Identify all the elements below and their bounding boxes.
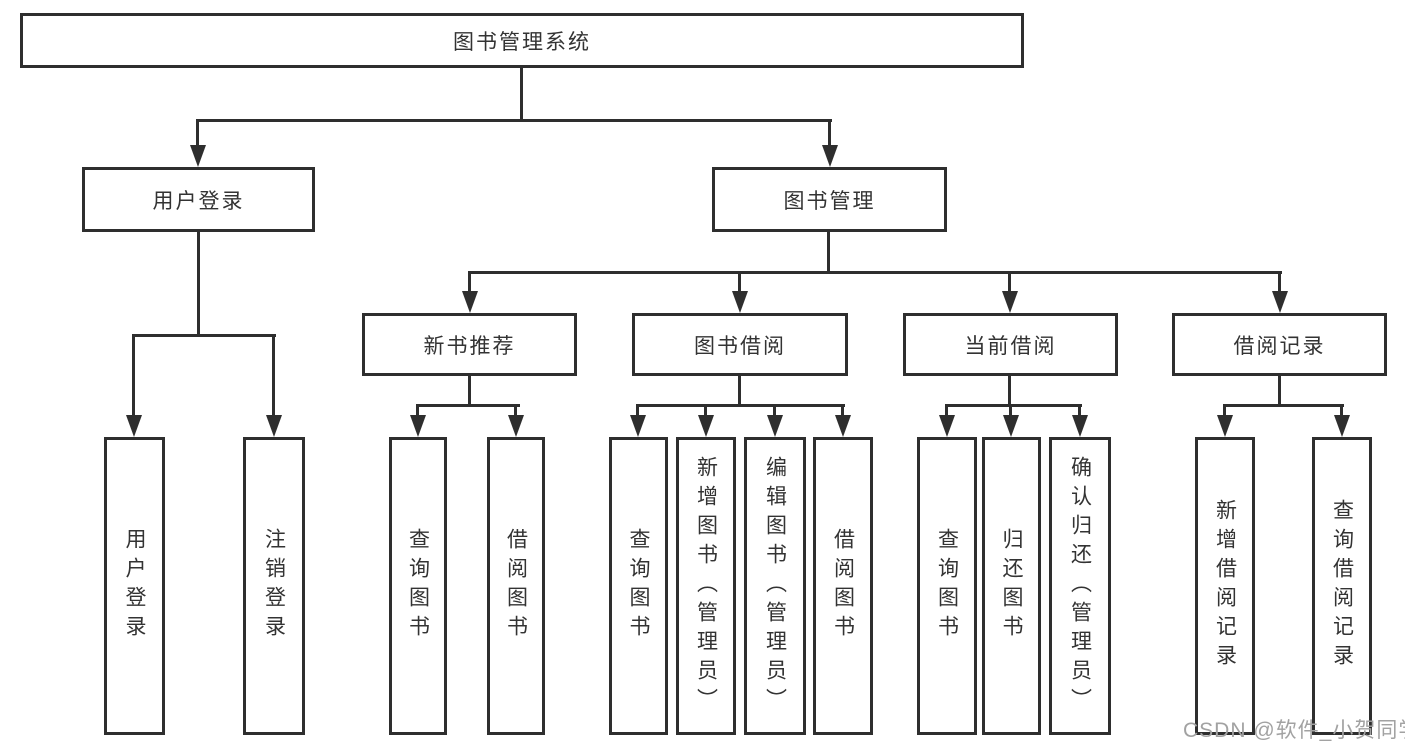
node-user-login: 用户登录 xyxy=(82,167,315,232)
leaf-label: 新增图书（管理员） xyxy=(694,455,718,717)
connector-leaf-stem xyxy=(1223,407,1226,417)
connector-leaf-stem xyxy=(514,407,517,417)
leaf-label: 查询借阅记录 xyxy=(1330,499,1354,673)
arrow-down-icon xyxy=(1272,291,1288,313)
leaf-add-borrow-record: 新增借阅记录 xyxy=(1195,437,1255,735)
leaf-borrow-books: 借阅图书 xyxy=(813,437,873,735)
node-label: 新书推荐 xyxy=(423,334,516,358)
node-book-management: 图书管理 xyxy=(712,167,947,232)
csdn-watermark: CSDN @软件_小贺同学 xyxy=(1183,719,1405,742)
leaf-label: 借阅图书 xyxy=(504,528,528,644)
connector-book-management-hline xyxy=(468,271,1282,274)
connector-to-leaf-user-login-stem xyxy=(132,337,135,415)
leaf-label: 查询图书 xyxy=(627,528,650,644)
arrow-down-icon xyxy=(266,415,282,437)
leaf-label: 确认归还（管理员） xyxy=(1068,455,1092,717)
arrow-down-icon xyxy=(190,145,206,167)
connector-to-borrowing-stem xyxy=(738,274,741,293)
leaf-logout: 注销登录 xyxy=(243,437,305,735)
leaf-label: 编辑图书（管理员） xyxy=(763,455,787,717)
leaf-edit-books-admin: 编辑图书（管理员） xyxy=(744,437,806,735)
arrow-down-icon xyxy=(630,415,646,437)
connector-to-user-login-stem xyxy=(196,122,199,147)
node-book-borrowing: 图书借阅 xyxy=(632,313,848,376)
connector-to-records-stem xyxy=(1278,274,1281,293)
leaf-confirm-return-admin: 确认归还（管理员） xyxy=(1049,437,1111,735)
node-label: 图书借阅 xyxy=(694,334,786,358)
connector-book-management-stem xyxy=(827,232,830,274)
arrow-down-icon xyxy=(698,415,714,437)
connector-leaf-stem xyxy=(945,407,948,417)
connector-user-login-stem xyxy=(197,232,200,337)
connector-leaf-stem xyxy=(416,407,419,417)
arrow-down-icon xyxy=(822,145,838,167)
arrow-down-icon xyxy=(508,415,524,437)
leaf-user-login: 用户登录 xyxy=(104,437,165,735)
arrow-down-icon xyxy=(1003,415,1019,437)
leaf-return-books: 归还图书 xyxy=(982,437,1041,735)
connector-leaf-stem xyxy=(773,407,776,417)
arrow-down-icon xyxy=(1072,415,1088,437)
connector-borrowing-hline xyxy=(636,404,845,407)
leaf-query-books-current: 查询图书 xyxy=(917,437,977,735)
leaf-label: 注销登录 xyxy=(262,528,286,644)
leaf-query-books-recommend: 查询图书 xyxy=(389,437,447,735)
node-label: 图书管理 xyxy=(783,189,876,213)
connector-records-stem xyxy=(1278,376,1281,407)
arrow-down-icon xyxy=(835,415,851,437)
connector-leaf-stem xyxy=(704,407,707,417)
connector-leaf-stem xyxy=(841,407,844,417)
leaf-borrow-books-recommend: 借阅图书 xyxy=(487,437,545,735)
leaf-label: 新增借阅记录 xyxy=(1213,499,1237,673)
connector-leaf-stem xyxy=(1340,407,1343,417)
connector-to-current-stem xyxy=(1008,274,1011,293)
node-label: 当前借阅 xyxy=(964,334,1057,358)
arrow-down-icon xyxy=(1002,291,1018,313)
connector-current-hline xyxy=(945,404,1082,407)
node-current-borrowing: 当前借阅 xyxy=(903,313,1118,376)
arrow-down-icon xyxy=(410,415,426,437)
connector-records-hline xyxy=(1223,404,1344,407)
arrow-down-icon xyxy=(939,415,955,437)
node-library-management-system: 图书管理系统 xyxy=(20,13,1024,68)
connector-to-recommend-stem xyxy=(468,274,471,293)
leaf-query-borrow-record: 查询借阅记录 xyxy=(1312,437,1372,735)
connector-leaf-stem xyxy=(1009,407,1012,417)
connector-borrowing-stem xyxy=(738,376,741,407)
arrow-down-icon xyxy=(767,415,783,437)
connector-recommend-hline xyxy=(416,404,520,407)
arrow-down-icon xyxy=(732,291,748,313)
connector-leaf-stem xyxy=(1078,407,1081,417)
node-label: 用户登录 xyxy=(152,189,245,213)
connector-user-login-hline xyxy=(132,334,276,337)
connector-recommend-stem xyxy=(468,376,471,407)
arrow-down-icon xyxy=(462,291,478,313)
node-borrowing-records: 借阅记录 xyxy=(1172,313,1387,376)
leaf-label: 查询图书 xyxy=(406,528,430,644)
leaf-label: 归还图书 xyxy=(1000,528,1023,644)
arrow-down-icon xyxy=(1217,415,1233,437)
arrow-down-icon xyxy=(1334,415,1350,437)
connector-root-stem xyxy=(520,68,523,122)
node-label: 图书管理系统 xyxy=(453,30,591,54)
connector-to-leaf-logout-stem xyxy=(272,337,275,415)
connector-current-stem xyxy=(1008,376,1011,407)
connector-root-hline xyxy=(196,119,832,122)
connector-leaf-stem xyxy=(636,407,639,417)
arrow-down-icon xyxy=(126,415,142,437)
leaf-label: 用户登录 xyxy=(123,528,146,644)
leaf-query-books-borrowing: 查询图书 xyxy=(609,437,668,735)
leaf-label: 查询图书 xyxy=(935,528,959,644)
node-new-book-recommend: 新书推荐 xyxy=(362,313,577,376)
node-label: 借阅记录 xyxy=(1233,334,1326,358)
leaf-label: 借阅图书 xyxy=(831,528,855,644)
connector-to-book-management-stem xyxy=(828,122,831,147)
leaf-add-books-admin: 新增图书（管理员） xyxy=(676,437,736,735)
